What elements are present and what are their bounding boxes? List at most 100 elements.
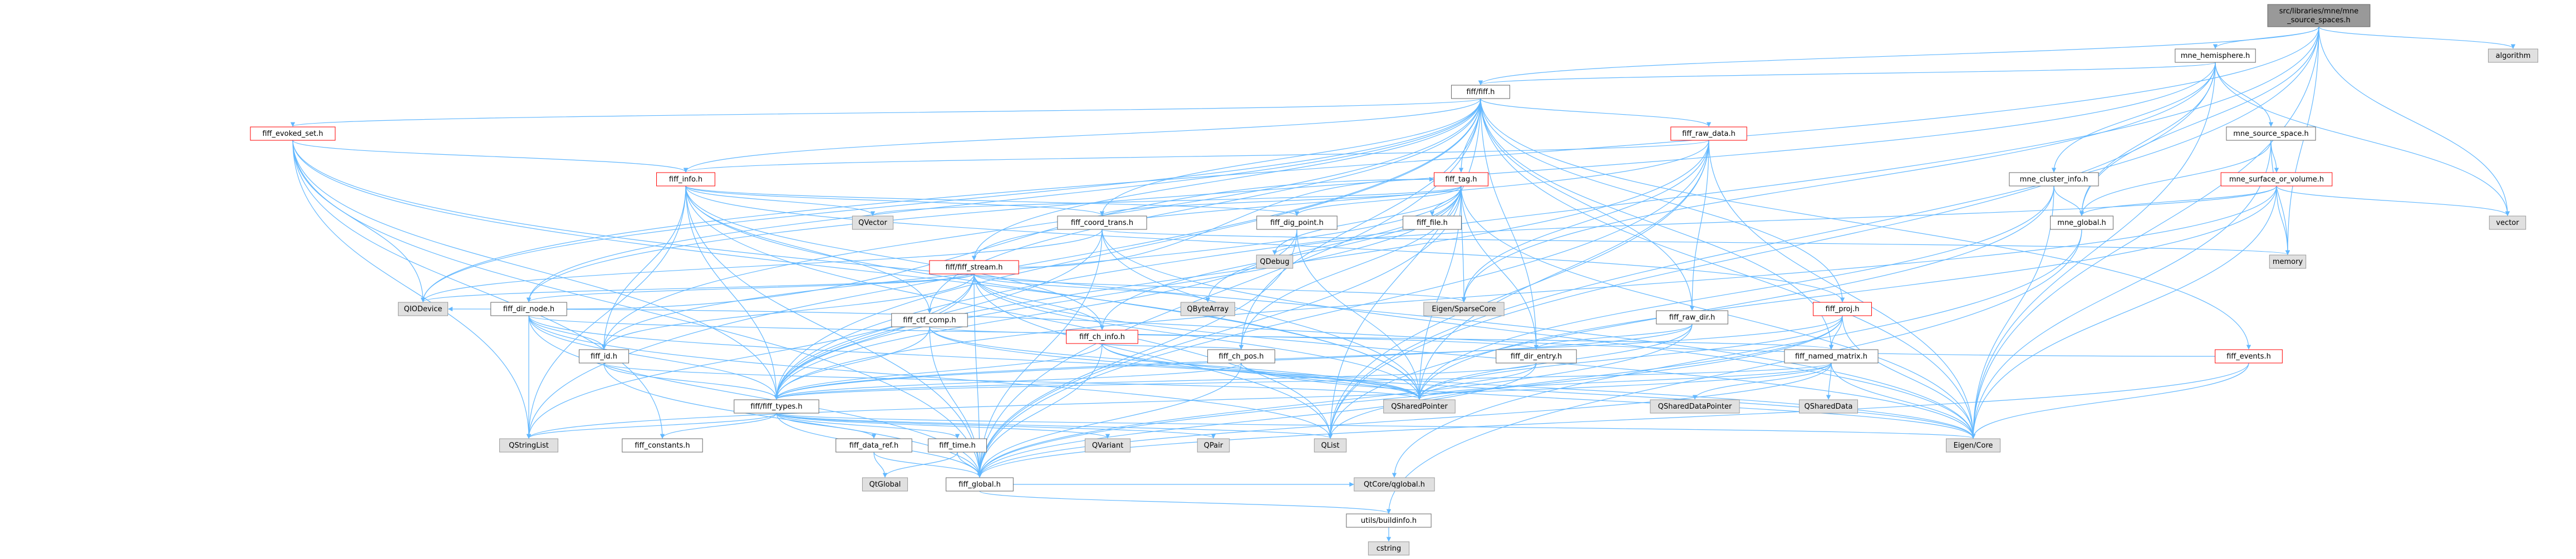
node-label: src/libraries/mne/mne [2279,7,2358,16]
node-box [2175,48,2256,63]
node-fiff-tag[interactable]: fiff_tag.h [1434,172,1488,187]
node-qshared-pointer: QSharedPointer [1383,399,1456,414]
node-box [862,477,908,492]
edge-fiff-proj-to-fiff-global [977,315,1843,478]
node-mne-cluster-info[interactable]: mne_cluster_info.h [2009,172,2099,187]
node-label: QList [1321,442,1340,450]
node-label: mne_source_space.h [2233,130,2309,138]
node-fiff-global[interactable]: fiff_global.h [946,477,1014,492]
edge-fiff-types-to-fiff-constants [660,413,777,439]
node-mne-global[interactable]: mne_global.h [2050,215,2113,230]
node-fiff-ctf-comp[interactable]: fiff_ctf_comp.h [891,313,968,327]
node-box [1314,438,1347,453]
node-fiff-dir-node[interactable]: fiff_dir_node.h [490,302,567,316]
node-fiff-raw-data[interactable]: fiff_raw_data.h [1670,126,1747,141]
node-memory: memory [2269,254,2307,269]
node-box [2267,4,2371,27]
node-fiff-constants[interactable]: fiff_constants.h [622,438,703,453]
node-label: mne_hemisphere.h [2181,52,2250,60]
node-label: fiff_tag.h [1445,175,1477,184]
node-fiff-info[interactable]: fiff_info.h [656,172,715,187]
edge-fiff-info-to-fiff-ch-info [685,185,1105,330]
edge-fiff-tag-to-fiff-global [977,185,1462,478]
node-mne-surface-or-volume[interactable]: mne_surface_or_volume.h [2220,172,2333,187]
edge-fiff-raw-data-to-eigen-core [1708,140,1976,439]
node-label: cstring [1377,545,1401,553]
node-box [2050,215,2113,230]
edge-fiff-h-to-qlist [1328,98,1481,439]
edge-fiff-h-to-qiodevice [420,98,1481,302]
node-fiff-time[interactable]: fiff_time.h [928,438,987,453]
edge-fiff-dir-node-to-fiff-global [528,315,982,478]
node-box [2269,254,2307,269]
node-fiff-dir-entry[interactable]: fiff_dir_entry.h [1496,349,1577,364]
edge-mne-source-space-to-eigen-core [1970,140,2272,439]
edge-root-to-vector [2318,26,2510,216]
node-fiff-ch-pos[interactable]: fiff_ch_pos.h [1207,349,1275,364]
node-fiff-h[interactable]: fiff/fiff.h [1451,85,1510,99]
node-label: QtCore/qglobal.h [1364,480,1425,489]
node-box [1346,513,1432,528]
node-label: memory [2273,258,2303,266]
edge-fiff-proj-to-fiff-types [774,315,1843,400]
edge-fiff-h-to-fiff-raw-dir [1480,98,1695,311]
node-label: mne_surface_or_volume.h [2229,175,2324,184]
edge-fiff-events-to-qiodevice [448,306,2215,357]
node-label: fiff_ctf_comp.h [903,316,956,325]
edge-fiff-proj-to-eigen-core [1842,315,1976,439]
node-fiff-types[interactable]: fiff/fiff_types.h [734,399,819,414]
node-root[interactable]: src/libraries/mne/mne_source_spaces.h [2267,4,2371,27]
node-label: fiff/fiff_types.h [750,403,802,411]
edge-fiff-h-to-fiff-events [1480,98,2251,350]
node-fiff-dig-point[interactable]: fiff_dig_point.h [1256,215,1338,230]
node-box [1256,254,1294,269]
edge-fiff-events-to-eigen-core [1970,362,2249,439]
node-fiff-data-ref[interactable]: fiff_data_ref.h [835,438,912,453]
edge-fiff-types-to-eigen-core [776,413,1975,439]
node-fiff-file[interactable]: fiff_file.h [1403,215,1462,230]
edge-fiff-h-to-fiff-raw-data [1480,98,1712,127]
node-qvector: QVector [852,215,894,230]
node-label: utils/buildinfo.h [1361,517,1417,525]
edge-mne-hemisphere-to-fiff-h [1478,62,2216,85]
edge-fiff-stream-to-fiff-dir-node [527,273,975,302]
node-box [1434,172,1488,187]
node-fiff-named-matrix[interactable]: fiff_named_matrix.h [1784,349,1879,364]
edge-fiff-named-matrix-to-eigen-core [1831,362,1976,439]
node-qtcore-qglobal: QtCore/qglobal.h [1354,477,1435,492]
node-fiff-ch-info[interactable]: fiff_ch_info.h [1066,330,1138,344]
node-fiff-stream[interactable]: fiff/fiff_stream.h [929,260,1019,274]
edge-fiff-info-to-fiff-dig-point [685,185,1299,216]
node-fiff-events[interactable]: fiff_events.h [2215,349,2283,364]
edge-fiff-tag-to-fiff-dig-point [1294,185,1462,216]
edge-fiff-dir-entry-to-fiff-global [977,362,1537,478]
edge-fiff-stream-to-qiodevice [421,273,975,302]
node-fiff-coord-trans[interactable]: fiff_coord_trans.h [1057,215,1147,230]
node-box [490,302,567,316]
node-label: Eigen/Core [1954,442,1993,450]
edge-fiff-dig-point-to-qshared-pointer [1296,229,1422,400]
edge-fiff-evoked-set-to-fiff-types [292,140,779,400]
edge-fiff-ch-info-to-fiff-types [774,343,1103,400]
node-buildinfo[interactable]: utils/buildinfo.h [1346,513,1432,528]
node-eigen-core: Eigen/Core [1946,438,2000,453]
node-fiff-proj[interactable]: fiff_proj.h [1813,302,1872,316]
node-fiff-evoked-set[interactable]: fiff_evoked_set.h [250,126,336,141]
node-fiff-raw-dir[interactable]: fiff_raw_dir.h [1656,310,1728,325]
edge-fiff-info-to-fiff-ctf-comp [685,185,932,313]
edge-fiff-tag-to-eigen-sparse [1461,185,1467,302]
node-label: algorithm [2496,52,2531,60]
edge-mne-source-space-to-mne-surface-or-volume [2270,140,2279,173]
edge-fiff-h-to-fiff-proj [1480,98,1845,302]
node-fiff-id[interactable]: fiff_id.h [578,349,630,364]
node-mne-source-space[interactable]: mne_source_space.h [2226,126,2316,141]
edge-mne-surface-or-volume-to-qdebug [1272,185,2277,255]
edge-fiff-info-to-qstringlist [526,185,686,439]
node-label: fiff_info.h [669,175,702,184]
node-box [499,438,558,453]
node-qglobal: QtGlobal [862,477,908,492]
node-label: Eigen/SparseCore [1432,305,1496,313]
node-mne-hemisphere[interactable]: mne_hemisphere.h [2175,48,2256,63]
node-qshared-data: QSharedData [1799,399,1858,414]
edge-mne-surface-or-volume-to-qshared-pointer [1417,185,2277,400]
